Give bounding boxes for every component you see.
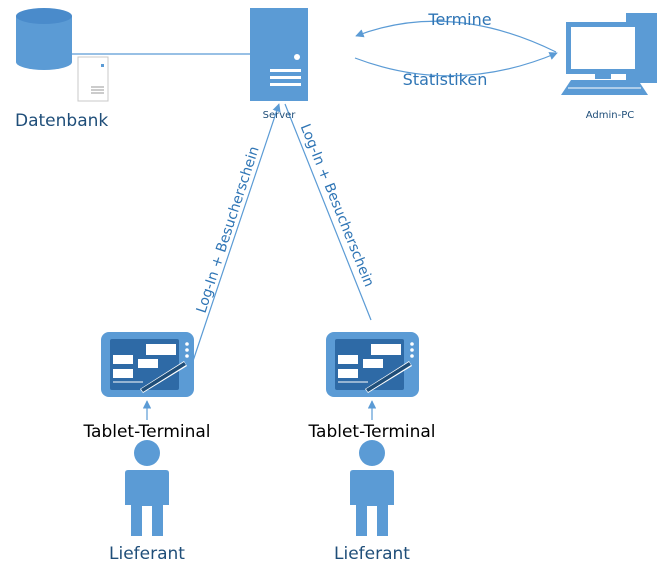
server-node: Server bbox=[250, 8, 308, 121]
database-icon bbox=[16, 8, 72, 70]
admin-to-server-arrow bbox=[355, 20, 557, 53]
server-label: Server bbox=[263, 110, 297, 121]
edge-label-login-left: Log-In + Besucherschein bbox=[194, 144, 263, 315]
tablet1-to-server-line bbox=[190, 103, 281, 368]
tablet-terminal-node-1: Tablet-Terminal bbox=[82, 332, 211, 442]
supplier-node-2: Lieferant bbox=[334, 440, 410, 564]
tablet2-to-server-line bbox=[284, 103, 372, 321]
tablet-icon bbox=[101, 332, 194, 397]
edge-label-login-right: Log-In + Besucherschein bbox=[297, 122, 377, 290]
supplier-1-label: Lieferant bbox=[109, 544, 185, 564]
desktop-computer-icon bbox=[561, 13, 657, 95]
tablet-1-label: Tablet-Terminal bbox=[82, 422, 210, 442]
document-server-icon bbox=[77, 56, 109, 102]
person-icon bbox=[125, 440, 169, 536]
tablet-terminal-node-2: Tablet-Terminal bbox=[307, 332, 436, 442]
supplier-node-1: Lieferant bbox=[109, 440, 185, 564]
admin-pc-label: Admin-PC bbox=[586, 110, 635, 121]
database-node: Datenbank bbox=[15, 8, 109, 131]
edge-label-termine: Termine bbox=[427, 10, 491, 29]
edge-label-statistiken: Statistiken bbox=[403, 70, 488, 89]
database-label: Datenbank bbox=[15, 111, 108, 131]
admin-pc-node: Admin-PC bbox=[561, 13, 657, 121]
server-to-admin-arrow bbox=[354, 52, 558, 77]
tablet-icon bbox=[326, 332, 419, 397]
server-tower-icon bbox=[250, 8, 308, 101]
person-icon bbox=[350, 440, 394, 536]
tablet-2-label: Tablet-Terminal bbox=[307, 422, 435, 442]
supplier-2-label: Lieferant bbox=[334, 544, 410, 564]
